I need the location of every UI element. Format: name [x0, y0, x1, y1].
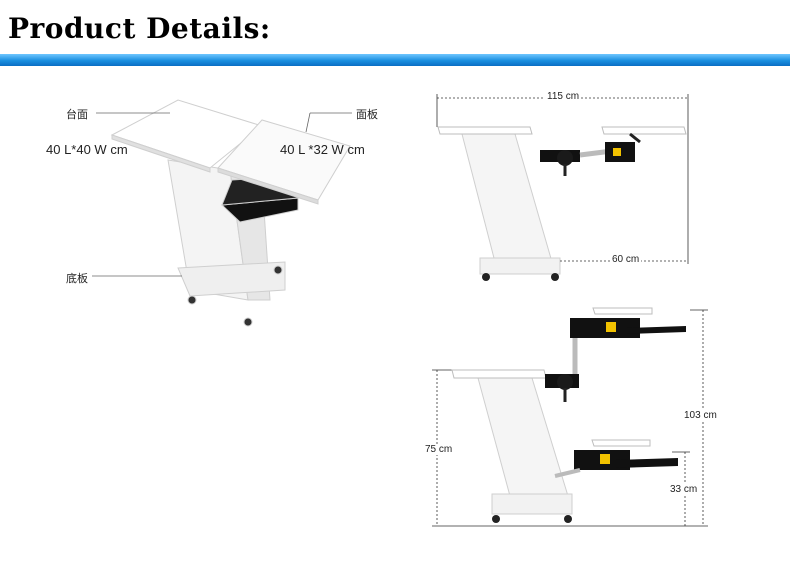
arm-reach-dim: 60 cm: [610, 254, 642, 265]
desk-side-view-top: [436, 94, 689, 281]
desk-height-dim: 75 cm: [423, 444, 455, 455]
base-label: 底板: [66, 273, 88, 285]
panel-label: 面板: [356, 109, 378, 121]
accent-bar: [0, 54, 790, 66]
desk-side-view-bottom: [432, 307, 708, 527]
top-surface-label: 台面: [66, 109, 88, 121]
min-height-dim: 33 cm: [668, 484, 700, 495]
top-surface-size: 40 L*40 W cm: [46, 142, 128, 157]
max-height-dim: 103 cm: [682, 410, 719, 421]
width-total-dim: 115 cm: [545, 91, 582, 102]
desk-perspective: [110, 99, 351, 327]
page-title: Product Details:: [8, 12, 271, 45]
panel-size: 40 L *32 W cm: [280, 142, 365, 157]
